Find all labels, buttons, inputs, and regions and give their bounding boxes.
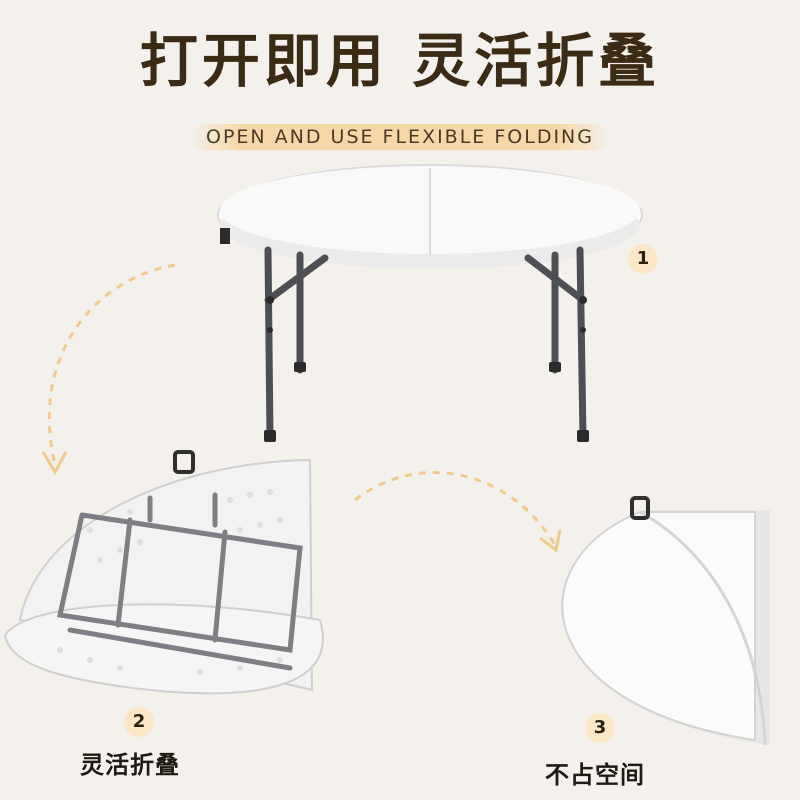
- page-title: 打开即用 灵活折叠: [139, 27, 661, 95]
- folded-table-half: [561, 496, 770, 746]
- step-3-badge: 3: [585, 713, 615, 743]
- open-table: [217, 164, 643, 442]
- step-3-label: 不占空间: [545, 761, 645, 789]
- arrow-to-step-3: [354, 471, 557, 546]
- arrow-head-2: [41, 451, 68, 476]
- step-2-badge: 2: [124, 707, 154, 737]
- step-1-badge: 1: [628, 244, 658, 274]
- folded-table-underside: [3, 450, 324, 695]
- arrow-to-step-2: [47, 263, 176, 466]
- subtitle-highlight: [190, 124, 610, 150]
- page-subtitle: OPEN AND USE FLEXIBLE FOLDING: [205, 126, 594, 148]
- arrow-head-3: [539, 529, 562, 553]
- step-2-label: 灵活折叠: [80, 751, 180, 779]
